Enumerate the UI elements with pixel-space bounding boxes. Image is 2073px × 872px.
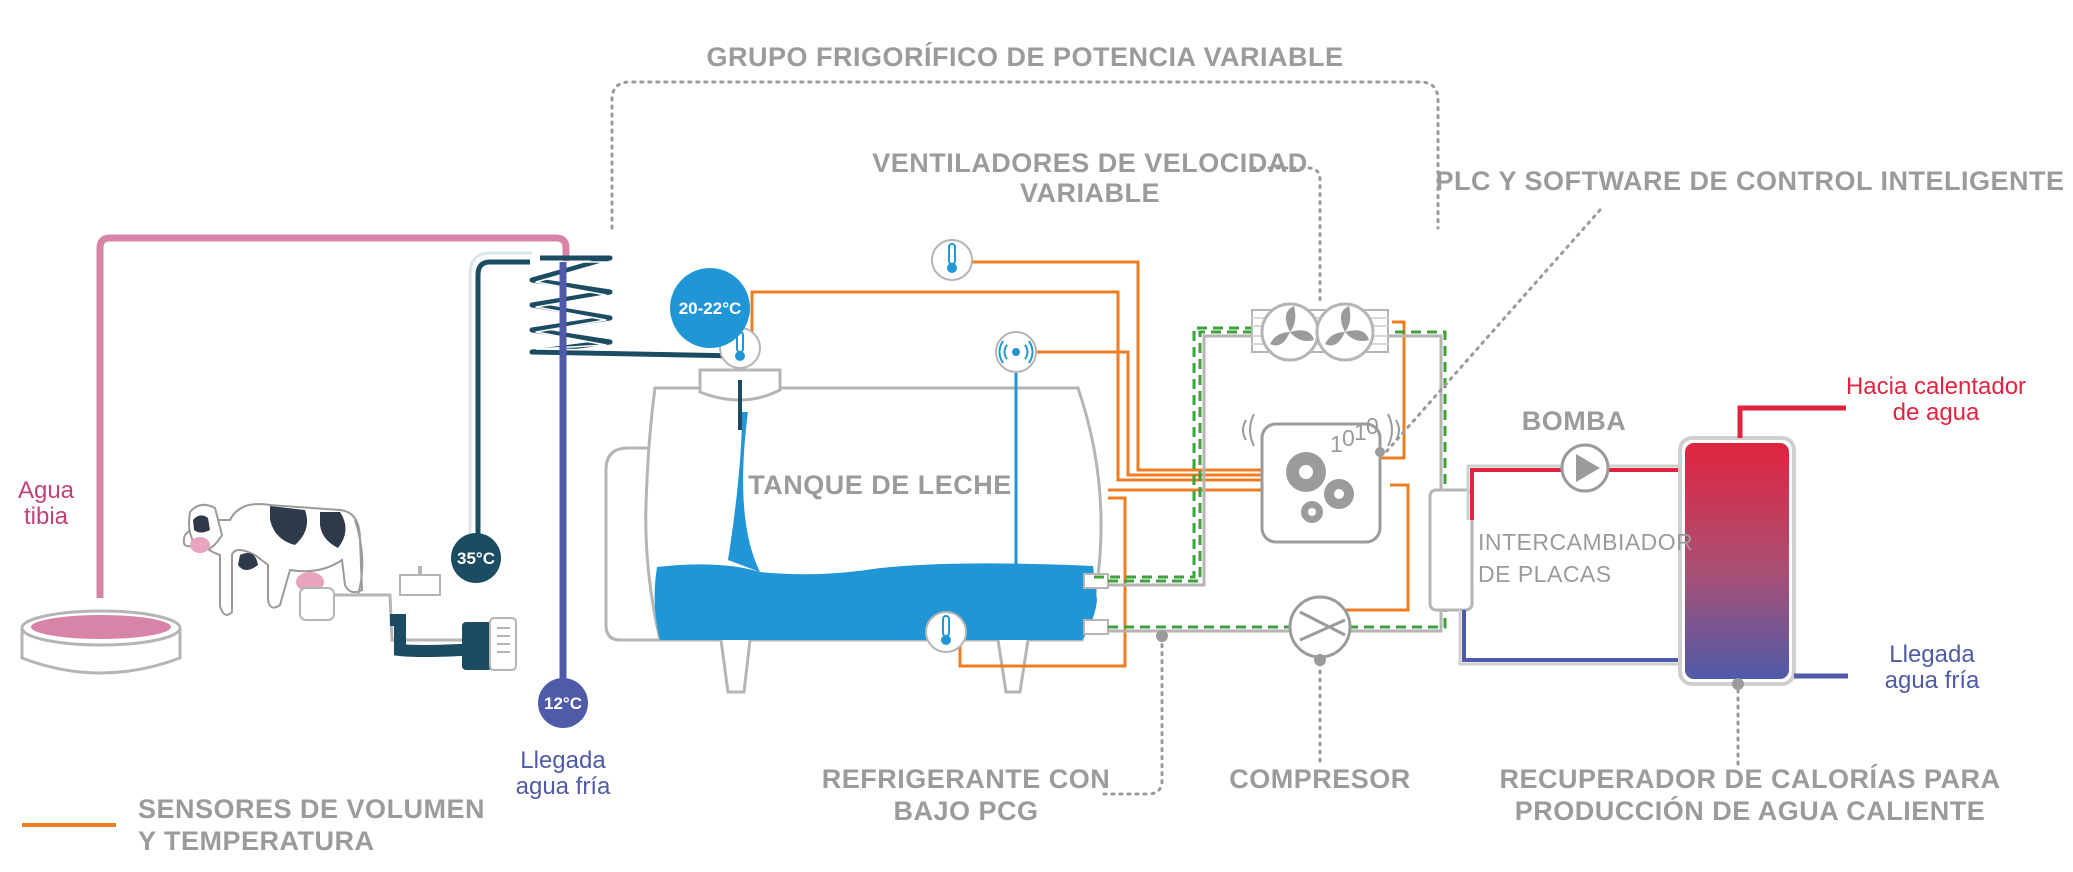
warm-water-label-2: tibia bbox=[24, 503, 69, 530]
milk-precooler-pipe bbox=[475, 259, 530, 558]
plc-callout bbox=[1384, 208, 1602, 454]
hot-water-tank bbox=[1678, 405, 1848, 690]
bottom-thermometer-icon bbox=[925, 611, 967, 653]
fans-label-2: VARIABLE bbox=[1020, 178, 1160, 208]
milk-tank bbox=[604, 360, 1109, 694]
milking-pump-icon bbox=[299, 566, 517, 671]
teal-return-pipe bbox=[468, 251, 532, 548]
milk-level bbox=[654, 563, 1097, 640]
fan-icon bbox=[1251, 302, 1389, 362]
cold-in-right-label-2: agua fría bbox=[1885, 667, 1980, 694]
svg-text:12°C: 12°C bbox=[544, 694, 582, 713]
cold-in-left-label-1: Llegada bbox=[520, 747, 606, 774]
svg-text:20-22°C: 20-22°C bbox=[679, 299, 742, 318]
plc-icon bbox=[1242, 413, 1400, 544]
group-label: GRUPO FRIGORÍFICO DE POTENCIA VARIABLE bbox=[706, 41, 1343, 72]
to-heater-label-2: de agua bbox=[1893, 399, 1980, 426]
milk-stream bbox=[728, 412, 760, 572]
recovery-label-1: RECUPERADOR DE CALORÍAS PARA bbox=[1499, 763, 2000, 794]
water-temp-badge: 12°C bbox=[538, 678, 588, 728]
recovery-label-2: PRODUCCIÓN DE AGUA CALIENTE bbox=[1515, 795, 1986, 826]
plate-heat-exchanger bbox=[1428, 464, 1688, 666]
warm-water-label-1: Agua bbox=[18, 477, 75, 504]
legend-label-1: SENSORES DE VOLUMEN bbox=[138, 794, 485, 824]
plc-label: PLC Y SOFTWARE DE CONTROL INTELIGENTE bbox=[1435, 166, 2064, 196]
tank-temp-badge: 20-22°C bbox=[670, 268, 750, 348]
plc-bit-a: 1 bbox=[1330, 431, 1343, 457]
compressor-icon bbox=[1288, 595, 1352, 659]
refrigerant-label-2: BAJO PCG bbox=[893, 796, 1038, 826]
refrigerant-lines bbox=[1094, 326, 1447, 629]
plc-bit-d: 0 bbox=[1366, 413, 1379, 439]
cold-in-right-label-1: Llegada bbox=[1889, 641, 1975, 668]
thermometer-icon bbox=[931, 239, 973, 281]
plc-bit-b: 0 bbox=[1342, 425, 1355, 451]
to-heater-label-1: Hacia calentador bbox=[1846, 373, 2026, 400]
legend-label-2: Y TEMPERATURA bbox=[138, 826, 375, 856]
fans-label-1: VENTILADORES DE VELOCIDAD bbox=[872, 148, 1308, 178]
exchanger-label-2: DE PLACAS bbox=[1478, 561, 1612, 587]
cow-icon bbox=[182, 503, 364, 616]
svg-text:35°C: 35°C bbox=[457, 549, 495, 568]
refrigerant-callout bbox=[1102, 634, 1164, 796]
group-bracket bbox=[610, 80, 1440, 230]
level-sensor-icon bbox=[995, 331, 1037, 373]
refrigerant-label-1: REFRIGERANTE CON bbox=[822, 764, 1111, 794]
pump-label: BOMBA bbox=[1522, 406, 1627, 436]
exchanger-label-1: INTERCAMBIADOR bbox=[1478, 529, 1693, 555]
tank-label: TANQUE DE LECHE bbox=[748, 470, 1012, 500]
fans-callout bbox=[1251, 166, 1322, 306]
plc-bit-c: 1 bbox=[1354, 419, 1367, 445]
cow-temp-badge: 35°C bbox=[451, 533, 501, 583]
warm-water-pipe bbox=[96, 234, 570, 598]
cold-in-left-label-2: agua fría bbox=[516, 773, 611, 800]
water-trough-icon bbox=[20, 609, 182, 675]
compressor-label: COMPRESOR bbox=[1229, 764, 1411, 794]
pump-icon bbox=[1560, 443, 1610, 493]
